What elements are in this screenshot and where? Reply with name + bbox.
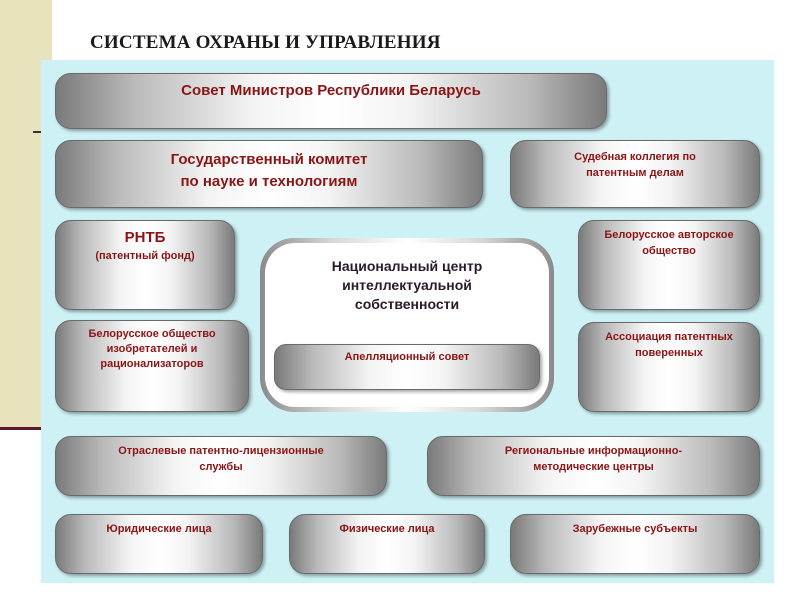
council-of-ministers-box: Совет Министров Республики Беларусь bbox=[55, 73, 607, 129]
individuals-label: Физические лица bbox=[339, 523, 435, 535]
rntb-subtitle: (патентный фонд) bbox=[95, 250, 195, 262]
decorative-tick bbox=[33, 131, 43, 133]
slide-title: СИСТЕМА ОХРАНЫ И УПРАВЛЕНИЯ bbox=[90, 32, 441, 53]
legal-entities-label: Юридические лица bbox=[106, 523, 212, 535]
patent-attorneys-line-2: поверенных bbox=[635, 347, 703, 359]
rntb-title: РНТБ bbox=[124, 229, 166, 246]
national-center-line-3: собственности bbox=[354, 296, 460, 312]
inventors-society-box: Белорусское общество изобретателей и рац… bbox=[55, 320, 249, 412]
judicial-board-line-2: патентным делам bbox=[586, 167, 684, 179]
authors-society-line-2: общество bbox=[642, 245, 696, 257]
judicial-board-line-1: Судебная коллегия по bbox=[574, 151, 696, 163]
inventors-society-line-3: рационализаторов bbox=[100, 358, 204, 370]
patent-attorneys-line-1: Ассоциация патентных bbox=[605, 331, 733, 343]
industry-services-line-2: службы bbox=[199, 461, 243, 473]
rntb-box: РНТБ (патентный фонд) bbox=[55, 220, 235, 310]
authors-society-line-1: Белорусское авторское bbox=[604, 229, 734, 241]
foreign-entities-label: Зарубежные субъекты bbox=[572, 523, 698, 535]
foreign-entities-box: Зарубежные субъекты bbox=[510, 514, 760, 574]
council-of-ministers-label: Совет Министров Республики Беларусь bbox=[181, 82, 481, 99]
appeal-council-label: Апелляционный совет bbox=[344, 351, 470, 363]
regional-centers-box: Региональные информационно- методические… bbox=[427, 436, 760, 496]
inventors-society-line-2: изобретателей и bbox=[106, 343, 198, 355]
legal-entities-box: Юридические лица bbox=[55, 514, 263, 574]
regional-centers-line-1: Региональные информационно- bbox=[504, 445, 683, 457]
national-center-line-1: Национальный центр bbox=[331, 258, 483, 274]
patent-attorneys-box: Ассоциация патентных поверенных bbox=[578, 322, 760, 412]
regional-centers-line-2: методические центры bbox=[533, 461, 654, 473]
appeal-council-box: Апелляционный совет bbox=[274, 344, 540, 390]
state-committee-line-2: по науке и технологиям bbox=[180, 173, 358, 190]
judicial-board-box: Судебная коллегия по патентным делам bbox=[510, 140, 760, 208]
left-decorative-rule bbox=[0, 427, 52, 430]
state-committee-box: Государственный комитет по науке и техно… bbox=[55, 140, 483, 208]
individuals-box: Физические лица bbox=[289, 514, 485, 574]
state-committee-line-1: Государственный комитет bbox=[170, 151, 368, 168]
industry-services-line-1: Отраслевые патентно-лицензионные bbox=[118, 445, 324, 457]
industry-services-box: Отраслевые патентно-лицензионные службы bbox=[55, 436, 387, 496]
authors-society-box: Белорусское авторское общество bbox=[578, 220, 760, 310]
inventors-society-line-1: Белорусское общество bbox=[88, 328, 216, 340]
national-center-line-2: интеллектуальной bbox=[342, 277, 472, 293]
